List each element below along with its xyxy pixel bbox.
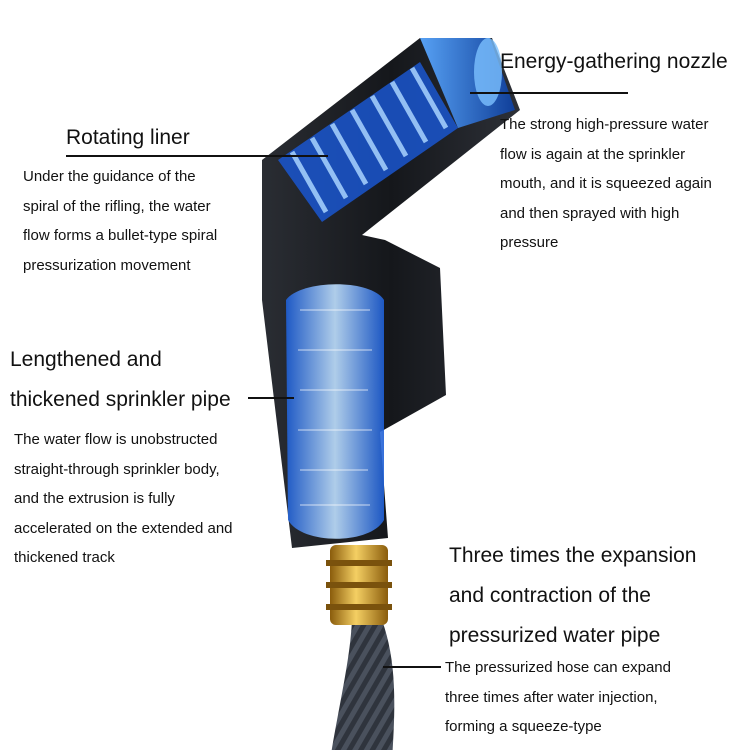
brass-connector	[326, 545, 392, 625]
liner-leader-line	[66, 155, 328, 157]
pipe-callout-title: Lengthened and thickened sprinkler pipe	[10, 348, 231, 411]
hose-callout-text: The pressurized hose can expand three ti…	[445, 659, 671, 735]
rotating-liner	[278, 62, 458, 222]
hose-callout-title: Three times the expansion and contractio…	[449, 544, 697, 647]
nozzle-tip	[420, 38, 515, 128]
nozzle-leader-line	[470, 92, 628, 94]
water-channel	[286, 284, 384, 539]
liner-callout-title: Rotating liner	[66, 126, 190, 149]
hose-leader-line	[383, 666, 441, 668]
braided-hose	[331, 620, 395, 750]
liner-callout-text: Under the guidance of the spiral of the …	[23, 168, 218, 274]
pipe-callout-text: The water flow is unobstructed straight-…	[14, 431, 233, 566]
nozzle-callout-title: Energy-gathering nozzle	[500, 50, 728, 73]
pipe-leader-line	[248, 397, 294, 399]
nozzle-callout-text: The strong high-pressure water flow is a…	[500, 116, 712, 251]
